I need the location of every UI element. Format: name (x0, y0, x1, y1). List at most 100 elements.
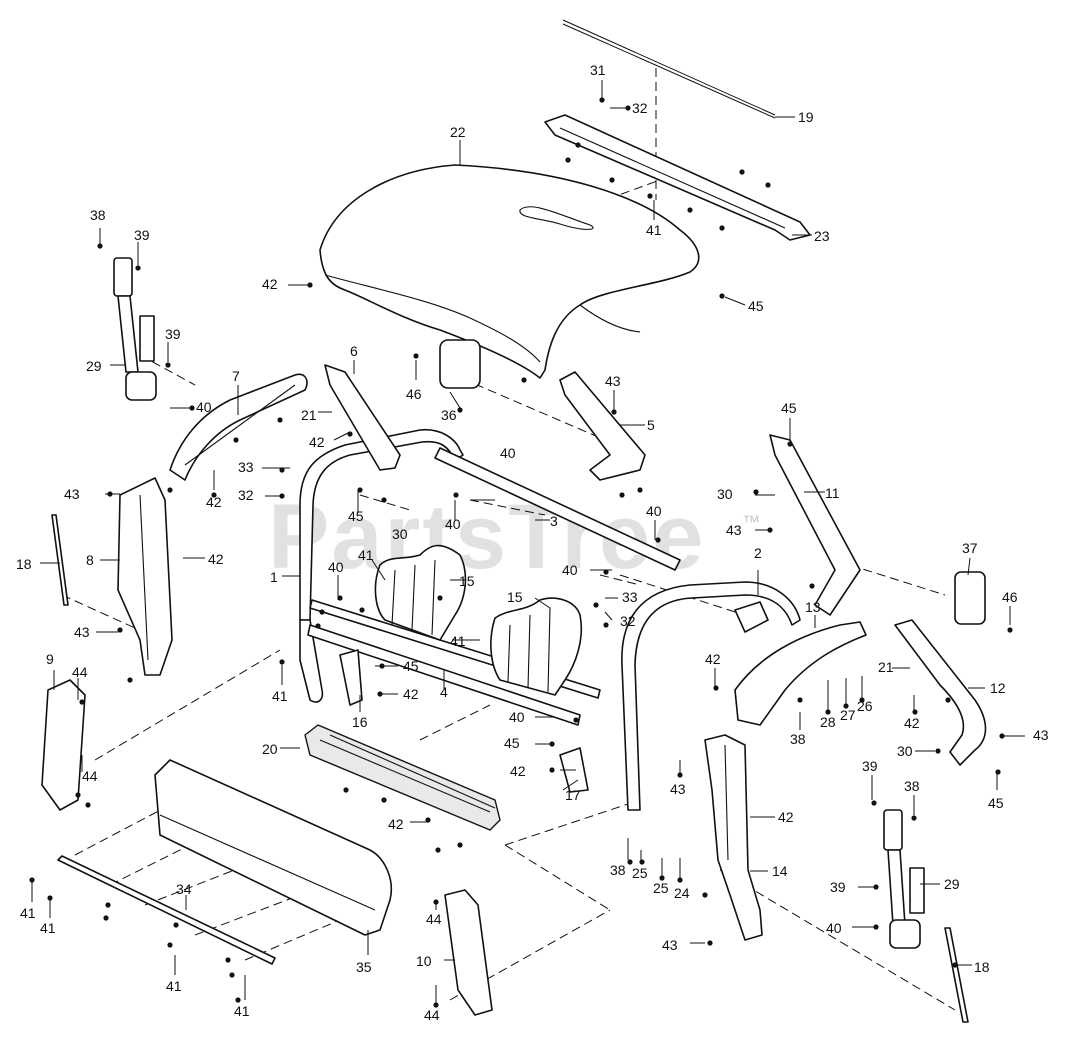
callout-38: 38 (610, 862, 626, 878)
fastener-dot (165, 362, 171, 368)
fastener-dot (167, 942, 173, 948)
callout-34: 34 (176, 881, 192, 897)
fastener-dot (1007, 627, 1013, 633)
callout-24: 24 (674, 885, 690, 901)
fastener-dot (79, 699, 85, 705)
callout-leaders (31, 80, 1025, 1005)
callout-44: 44 (82, 768, 98, 784)
callout-33: 33 (238, 459, 254, 475)
fastener-dot (307, 282, 313, 288)
fastener-dot (593, 602, 599, 608)
callout-42: 42 (206, 494, 222, 510)
callout-28: 28 (820, 714, 836, 730)
seatbelt-left (113, 257, 157, 401)
watermark-trademark: ™ (742, 512, 760, 532)
right-rear-pillars (559, 371, 861, 616)
fastener-dot (127, 677, 133, 683)
callout-29: 29 (944, 876, 960, 892)
callout-43: 43 (670, 781, 686, 797)
callout-39: 39 (165, 326, 181, 342)
callout-45: 45 (781, 400, 797, 416)
fastener-dot (85, 802, 91, 808)
fastener-dot (75, 792, 81, 798)
callout-42: 42 (705, 651, 721, 667)
fastener-dot (952, 962, 958, 968)
callout-46: 46 (1002, 589, 1018, 605)
fastener-dot (609, 177, 615, 183)
fastener-dot (413, 353, 419, 359)
callout-42: 42 (388, 816, 404, 832)
grille-panel (304, 724, 501, 831)
fastener-dot (809, 583, 815, 589)
callout-45: 45 (504, 735, 520, 751)
fastener-dot (787, 441, 793, 447)
fastener-dot (765, 182, 771, 188)
fastener-dot (425, 817, 431, 823)
callout-40: 40 (646, 503, 662, 519)
callout-40: 40 (328, 559, 344, 575)
fastener-dot (659, 875, 665, 881)
seat-backs (374, 544, 583, 696)
callout-30: 30 (717, 486, 733, 502)
fastener-dot (573, 717, 579, 723)
callout-3: 3 (550, 513, 558, 529)
fastener-dot (211, 492, 217, 498)
fastener-dot (235, 997, 241, 1003)
fasteners (29, 97, 1013, 1008)
callout-42: 42 (510, 763, 526, 779)
callout-40: 40 (445, 516, 461, 532)
callout-5: 5 (647, 417, 655, 433)
callout-17: 17 (565, 787, 581, 803)
fastener-dot (912, 709, 918, 715)
fastener-dot (315, 623, 321, 629)
fastener-dot (565, 157, 571, 163)
fastener-dot (347, 431, 353, 437)
fastener-dot (639, 859, 645, 865)
left-side-panel (117, 477, 173, 676)
fastener-dot (357, 487, 363, 493)
fastener-dot (677, 772, 683, 778)
rear-panel (154, 759, 392, 936)
fastener-dot (871, 800, 877, 806)
callout-41: 41 (234, 1003, 250, 1019)
trim-strips (51, 514, 969, 1023)
callout-16: 16 (352, 714, 368, 730)
fastener-dot (457, 407, 463, 413)
callout-39: 39 (862, 758, 878, 774)
fastener-dot (343, 787, 349, 793)
callout-29: 29 (86, 358, 102, 374)
fastener-dot (521, 377, 527, 383)
fastener-dot (47, 895, 53, 901)
fastener-dot (945, 697, 951, 703)
fastener-dot (277, 417, 283, 423)
fastener-dot (702, 892, 708, 898)
fastener-dot (677, 877, 683, 883)
callout-8: 8 (86, 552, 94, 568)
callout-42: 42 (208, 551, 224, 567)
callout-41: 41 (450, 633, 466, 649)
callout-43: 43 (726, 522, 742, 538)
fastener-dot (637, 487, 643, 493)
callout-45: 45 (348, 508, 364, 524)
fastener-dot (135, 265, 141, 271)
fastener-dot (603, 622, 609, 628)
callout-10: 10 (416, 953, 432, 969)
fastener-dot (611, 409, 617, 415)
callout-26: 26 (857, 698, 873, 714)
fastener-dot (435, 847, 441, 853)
callout-41: 41 (20, 905, 36, 921)
callout-30: 30 (897, 743, 913, 759)
callout-44: 44 (426, 911, 442, 927)
callout-46: 46 (406, 386, 422, 402)
roof-panel (319, 164, 700, 379)
fastener-dot (843, 703, 849, 709)
callout-38: 38 (90, 207, 106, 223)
fastener-dot (233, 437, 239, 443)
callout-39: 39 (830, 879, 846, 895)
callout-15: 15 (507, 589, 523, 605)
callout-11: 11 (825, 485, 840, 501)
callout-45: 45 (403, 658, 419, 674)
fastener-dot (575, 142, 581, 148)
callout-38: 38 (904, 778, 920, 794)
